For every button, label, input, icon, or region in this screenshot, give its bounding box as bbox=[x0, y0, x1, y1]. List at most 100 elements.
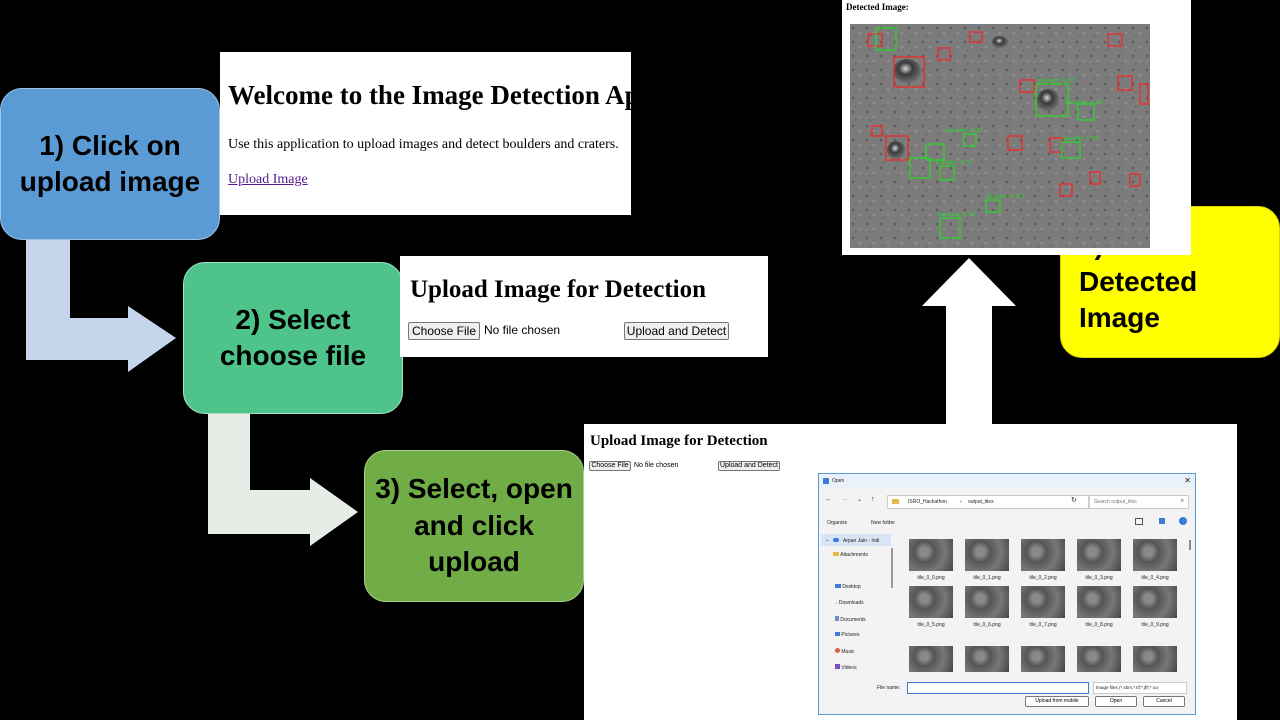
upload-page-screenshot: Upload Image for Detection Choose File N… bbox=[400, 256, 768, 357]
file-thumb-12[interactable] bbox=[1021, 646, 1065, 672]
crater-box bbox=[969, 31, 983, 43]
file-thumb-4[interactable] bbox=[1133, 539, 1177, 571]
nav-item-videos[interactable]: Videos bbox=[835, 664, 857, 671]
nav-item-downloads[interactable]: ↓ Downloads bbox=[835, 600, 864, 606]
dialog-commandbar: Organize New folder bbox=[819, 516, 1195, 528]
step-3-label: 3) Select, open and click upload bbox=[375, 473, 573, 578]
file-type-select[interactable]: Image files (*.xbm;*.tif;*.jfif;*.ico bbox=[1093, 682, 1187, 694]
dialog-nav-pane: ⌄ Arpan Jain - Indi Attachments Desktop … bbox=[819, 532, 895, 682]
search-placeholder: Search output_tiles bbox=[1094, 499, 1137, 505]
nav-label-pictures: Pictures bbox=[841, 632, 860, 638]
step-2-box: 2) Select choose file bbox=[183, 262, 403, 414]
detected-image-screenshot: Detected Image: bbox=[842, 0, 1191, 255]
new-folder-button[interactable]: New folder bbox=[871, 520, 895, 526]
preview-pane-icon[interactable] bbox=[1159, 518, 1165, 524]
upload-and-detect-button[interactable]: Upload and Detect bbox=[624, 322, 729, 340]
grid-scrollbar[interactable] bbox=[1189, 540, 1191, 550]
welcome-description: Use this application to upload images an… bbox=[228, 137, 619, 152]
boulder-box bbox=[909, 157, 931, 179]
nav-item-music[interactable]: Music bbox=[835, 648, 854, 655]
close-icon[interactable]: ✕ bbox=[1184, 476, 1191, 485]
nav-label-attachments: Attachments bbox=[840, 552, 868, 558]
boulder-box bbox=[1035, 83, 1069, 117]
file-thumb-1[interactable] bbox=[965, 539, 1009, 571]
pictures-icon bbox=[835, 632, 840, 636]
up-icon[interactable]: ↑ bbox=[871, 496, 875, 503]
boulder-box bbox=[1061, 141, 1081, 159]
open-button[interactable]: Open bbox=[1095, 696, 1137, 707]
view-icon[interactable] bbox=[1135, 518, 1143, 525]
boulder-label: boulder: 0.35 bbox=[1038, 78, 1075, 84]
nav-item-documents[interactable]: Documents bbox=[835, 616, 866, 623]
step-1-box: 1) Click on upload image bbox=[0, 88, 220, 240]
file-name-label: File name: bbox=[877, 685, 901, 691]
open-file-dialog: Open ✕ ← → ⌄ ↑ ISRO_Hackathon › output_t… bbox=[818, 473, 1196, 715]
file-thumb-7[interactable] bbox=[1021, 586, 1065, 618]
crater-box bbox=[885, 135, 909, 161]
organize-button[interactable]: Organize bbox=[827, 520, 848, 526]
dialog-navbar: ← → ⌄ ↑ ISRO_Hackathon › output_tiles ↻ … bbox=[819, 492, 1195, 510]
file-thumb-9[interactable] bbox=[1133, 586, 1177, 618]
file-label-6: tile_0_6.png bbox=[973, 622, 1001, 628]
crater-large bbox=[893, 59, 921, 83]
crater-box bbox=[871, 125, 883, 137]
file-thumb-0[interactable] bbox=[909, 539, 953, 571]
file-thumb-8[interactable] bbox=[1077, 586, 1121, 618]
arrow-step1-to-step2 bbox=[26, 240, 176, 372]
file-thumb-10[interactable] bbox=[909, 646, 953, 672]
nav-item-desktop[interactable]: Desktop bbox=[835, 584, 861, 590]
nav-item-onedrive[interactable]: ⌄ Arpan Jain - Indi bbox=[821, 534, 891, 546]
upload-image-link[interactable]: Upload Image bbox=[228, 172, 308, 187]
nav-label-downloads: Downloads bbox=[838, 600, 864, 606]
videos-icon bbox=[835, 664, 840, 669]
file-thumb-11[interactable] bbox=[965, 646, 1009, 672]
cancel-button[interactable]: Cancel bbox=[1143, 696, 1185, 707]
nav-scrollbar[interactable] bbox=[891, 548, 893, 588]
crater-box bbox=[937, 47, 951, 61]
file-thumb-13[interactable] bbox=[1077, 646, 1121, 672]
refresh-icon[interactable]: ↻ bbox=[1071, 497, 1077, 504]
forward-icon[interactable]: → bbox=[841, 496, 848, 503]
download-icon: ↓ bbox=[835, 600, 838, 606]
file-name-input[interactable] bbox=[907, 682, 1089, 694]
dialog-search-input[interactable]: Search output_tiles ⌕ bbox=[1089, 495, 1189, 509]
boulder-label: boulder: 0.35 bbox=[1066, 100, 1103, 106]
crater-box bbox=[893, 56, 925, 88]
nav-item-attachments[interactable]: Attachments bbox=[833, 552, 868, 558]
file-label-5: tile_0_5.png bbox=[917, 622, 945, 628]
welcome-page-screenshot: Welcome to the Image Detection App Use t… bbox=[220, 52, 631, 215]
search-icon: ⌕ bbox=[1180, 498, 1184, 504]
crater-box bbox=[1019, 79, 1035, 93]
boulder-box bbox=[925, 143, 945, 161]
breadcrumb-2[interactable]: output_tiles bbox=[968, 499, 994, 505]
chevron-down-icon: ⌄ bbox=[825, 537, 830, 543]
step-2-label: 2) Select choose file bbox=[219, 303, 367, 371]
address-bar[interactable]: ISRO_Hackathon › output_tiles bbox=[887, 495, 1089, 509]
choose-file-button[interactable]: Choose File bbox=[408, 322, 480, 340]
crater-box bbox=[1059, 183, 1073, 197]
step-3-box: 3) Select, open and click upload bbox=[364, 450, 584, 602]
help-icon[interactable] bbox=[1179, 517, 1187, 525]
document-icon bbox=[835, 616, 839, 621]
crater-box bbox=[1117, 75, 1133, 91]
nav-item-pictures[interactable]: Pictures bbox=[835, 632, 859, 638]
breadcrumb-1[interactable]: ISRO_Hackathon bbox=[908, 499, 947, 505]
file-type-value: Image files (*.xbm;*.tif;*.jfif;*.ico bbox=[1096, 685, 1159, 690]
boulder-box bbox=[963, 133, 977, 147]
file-thumb-6[interactable] bbox=[965, 586, 1009, 618]
choose-file-button-small[interactable]: Choose File bbox=[589, 461, 631, 471]
crater-box bbox=[1007, 135, 1023, 151]
chevron-down-icon[interactable]: ⌄ bbox=[857, 497, 863, 503]
crater-right bbox=[1037, 89, 1059, 111]
upload-from-mobile-button[interactable]: Upload from mobile bbox=[1025, 696, 1089, 707]
file-thumb-2[interactable] bbox=[1021, 539, 1065, 571]
file-thumb-14[interactable] bbox=[1133, 646, 1177, 672]
back-icon[interactable]: ← bbox=[825, 496, 832, 503]
folder-icon bbox=[833, 552, 839, 556]
dialog-titlebar: Open ✕ bbox=[819, 474, 1195, 488]
file-thumb-3[interactable] bbox=[1077, 539, 1121, 571]
crater-box bbox=[1139, 83, 1149, 105]
file-thumb-5[interactable] bbox=[909, 586, 953, 618]
upload-and-detect-button-small[interactable]: Upload and Detect bbox=[718, 461, 780, 471]
